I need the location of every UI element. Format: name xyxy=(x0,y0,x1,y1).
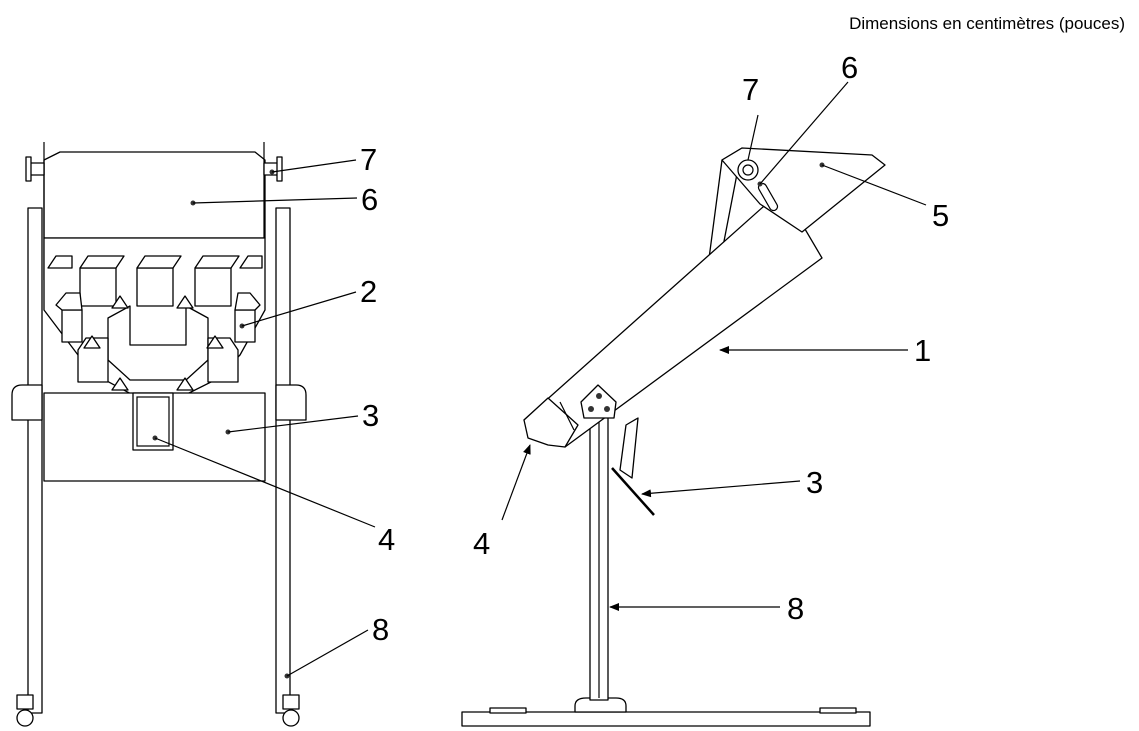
front-wheel-left xyxy=(16,709,34,727)
front-triangle-1 xyxy=(111,295,129,309)
front-leader-8 xyxy=(286,629,369,677)
front-outlet-inner xyxy=(136,396,170,447)
side-base-foot-right xyxy=(819,707,857,714)
front-leader-2 xyxy=(241,291,357,327)
side-lower-bracket xyxy=(619,417,639,479)
units-note: Dimensions en centimètres (pouces) xyxy=(849,14,1125,33)
front-wheel-right xyxy=(282,709,300,727)
side-pivot-hole-3 xyxy=(604,406,610,412)
front-outlet-spout xyxy=(132,392,174,451)
side-pivot-hole-2 xyxy=(588,406,594,412)
side-leader-4 xyxy=(501,444,531,521)
front-triangle-4 xyxy=(206,335,224,349)
front-hopper-top xyxy=(43,151,266,239)
front-wheel-housing-left xyxy=(16,694,34,710)
front-leader-7 xyxy=(271,159,357,173)
front-leg-left xyxy=(27,207,43,714)
front-pocket-left xyxy=(61,309,83,343)
front-callout-6: 6 xyxy=(361,182,378,217)
front-elbow-right xyxy=(275,384,307,421)
front-chute-2 xyxy=(136,267,174,307)
side-view: 7 6 5 1 3 4 8 xyxy=(461,50,949,727)
front-callout-2: 2 xyxy=(360,274,377,309)
side-callout-8: 8 xyxy=(787,591,804,626)
front-leader-3 xyxy=(227,415,359,433)
front-lower-pocket-left xyxy=(77,337,109,383)
side-callout-4: 4 xyxy=(473,526,490,561)
front-chute-1 xyxy=(79,267,117,307)
side-callout-5: 5 xyxy=(932,198,949,233)
front-elbow-left xyxy=(11,384,43,421)
side-outlet-line xyxy=(559,401,575,431)
side-callout-7: 7 xyxy=(742,72,759,107)
side-knob xyxy=(737,159,759,181)
side-catch-plate xyxy=(611,467,655,516)
front-chute-2-top xyxy=(136,255,182,269)
front-chute-3 xyxy=(194,267,232,307)
side-knob-inner xyxy=(742,164,754,176)
front-leader-4 xyxy=(154,437,376,528)
front-chute-1-top xyxy=(79,255,125,269)
front-view: 7 6 2 3 4 8 xyxy=(11,142,395,727)
side-callout-1: 1 xyxy=(914,333,931,368)
side-main-tube xyxy=(523,189,823,448)
front-chute-left-edge xyxy=(47,255,73,269)
front-pocket-left-top xyxy=(55,292,83,311)
side-leader-7 xyxy=(747,114,759,161)
side-base-hub xyxy=(574,697,627,713)
side-leader-6 xyxy=(759,81,849,185)
side-pivot-hole-1 xyxy=(596,393,602,399)
front-knob-left xyxy=(29,162,45,176)
front-chute-right-edge xyxy=(239,255,263,269)
side-hopper xyxy=(721,147,886,233)
front-callout-3: 3 xyxy=(362,398,379,433)
front-triangle-5 xyxy=(111,377,129,391)
side-base-foot-left xyxy=(489,707,527,714)
side-callout-3: 3 xyxy=(806,465,823,500)
front-wheel-housing-right xyxy=(282,694,300,710)
front-triangle-3 xyxy=(83,335,101,349)
side-base-bar xyxy=(461,711,871,727)
front-knob-right-cap xyxy=(276,156,283,182)
side-leader-5 xyxy=(821,164,927,206)
front-callout-7: 7 xyxy=(360,142,377,177)
front-chute-3-top xyxy=(194,255,240,269)
front-central-u xyxy=(107,305,209,381)
side-callout-6: 6 xyxy=(841,50,858,85)
front-knob-left-cap xyxy=(25,156,32,182)
side-outlet-end xyxy=(523,397,579,448)
front-triangle-2 xyxy=(176,295,194,309)
front-leg-right xyxy=(275,207,291,714)
front-pocket-right-top xyxy=(234,292,261,311)
front-leader-6 xyxy=(192,197,358,204)
front-callout-8: 8 xyxy=(372,612,389,647)
front-callout-4: 4 xyxy=(378,522,395,557)
side-leader-3 xyxy=(641,480,801,498)
front-triangle-6 xyxy=(176,377,194,391)
front-lower-pocket-right xyxy=(207,337,239,383)
front-pocket-right xyxy=(234,309,256,343)
